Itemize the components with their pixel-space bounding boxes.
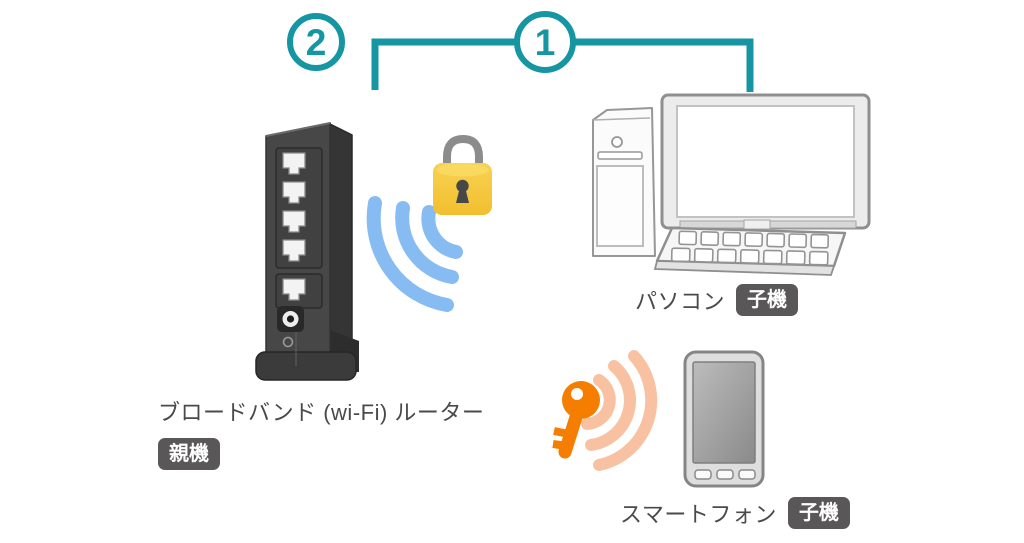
router-lan-panel (275, 147, 323, 269)
pc-child-badge: 子機 (736, 284, 799, 316)
pc-front-panel (596, 165, 644, 247)
smartphone-illustration (683, 350, 765, 488)
router-parent-badge: 親機 (158, 438, 220, 470)
smartphone-buttons (694, 469, 756, 480)
pc-power-button (611, 136, 623, 148)
key-bow (562, 381, 600, 419)
smartphone-label: スマートフォン (620, 502, 777, 527)
padlock-keyhole (456, 179, 469, 193)
pc-tower-bevel (592, 117, 651, 121)
key-waves-icon (581, 350, 658, 471)
step-2-number: 2 (306, 22, 327, 63)
router-power-pin (286, 315, 295, 323)
pc-drive-slot (597, 151, 643, 160)
step-1-number: 1 (535, 22, 556, 63)
step-2-circle (287, 13, 345, 71)
router-wan-port (282, 278, 306, 301)
padlock-icon (433, 134, 492, 215)
router-caption: ブロードバンド (wi-Fi) ルーター 親機 (158, 395, 484, 470)
pc-keyboard-keys (670, 230, 830, 266)
pc-illustration (592, 93, 871, 276)
router-base (255, 351, 357, 381)
padlock-keyhole-slot (456, 189, 469, 203)
smartphone-screen (692, 361, 756, 464)
pc-caption: パソコン 子機 (635, 284, 799, 316)
key-tooth-lower (552, 440, 567, 450)
router-reset-button (282, 336, 294, 348)
wifi-waves-icon (366, 196, 463, 312)
router-top-edge (265, 122, 331, 137)
key-shaft (558, 407, 584, 459)
router-label: ブロードバンド (wi-Fi) ルーター (158, 400, 485, 425)
smartphone-child-badge: 子機 (787, 497, 850, 529)
padlock-shackle (443, 134, 483, 173)
pc-label: パソコン (635, 289, 726, 314)
pc-monitor-screen (676, 105, 855, 218)
router-lan-ports (282, 152, 306, 262)
pc-monitor-stand (743, 219, 771, 230)
key-tooth-upper (553, 427, 570, 438)
step-1-circle (514, 11, 576, 73)
key-icon (552, 381, 600, 459)
key-bow-hole (571, 388, 583, 400)
padlock-body-highlight (436, 163, 489, 177)
router-illustration (255, 122, 359, 381)
smartphone-caption: スマートフォン 子機 (620, 497, 850, 529)
